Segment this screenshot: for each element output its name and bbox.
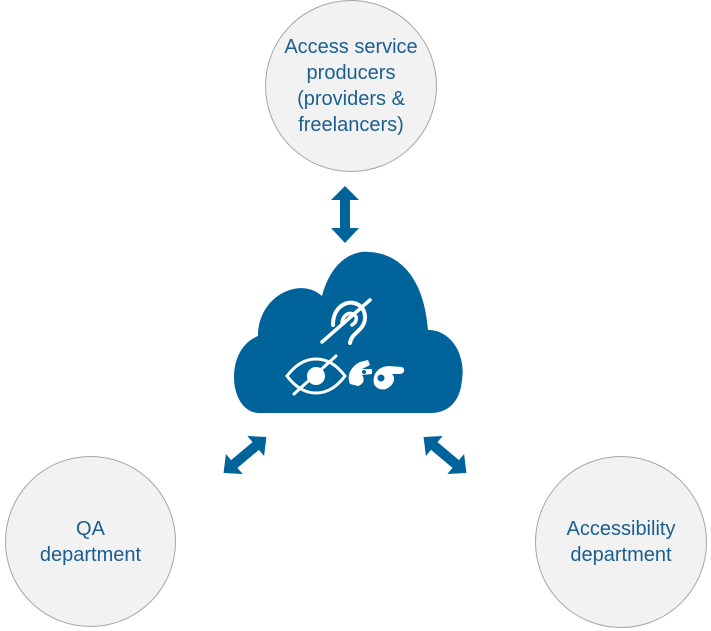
sign-language-icon [348,360,405,390]
cloud-shape [233,251,463,414]
arrow-top [331,186,359,243]
node-qa-department: QA department [5,456,176,627]
hearing-loss-icon [320,298,372,345]
node-label: QA department [39,517,142,566]
arrow-left [223,436,267,474]
node-label: Accessibility department [566,518,676,566]
arrow-right [423,436,467,474]
node-access-service-producers: Access service producers (providers & fr… [265,0,437,172]
low-vision-icon [285,354,347,396]
cloud-hub [233,251,463,414]
node-accessibility-department: Accessibility department [535,456,707,628]
node-label: Access service producers (providers & fr… [284,36,418,136]
